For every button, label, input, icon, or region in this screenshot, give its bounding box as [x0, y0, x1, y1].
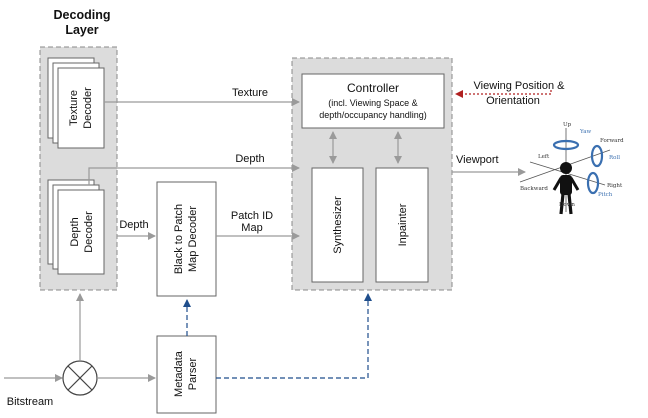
- viewing-position-label-2: Orientation: [486, 95, 540, 107]
- decoding-layer-title-2: Layer: [65, 23, 98, 37]
- demux-circle: [63, 361, 97, 395]
- metadata-to-renderer-arrow: [216, 294, 368, 378]
- depth-decoder-label-1: Depth: [69, 217, 81, 246]
- texture-decoder-label-1: Texture: [68, 90, 80, 126]
- depth-decoder: Depth Decoder: [48, 180, 104, 274]
- patch-map-decoder-label-2: Map Decoder: [187, 206, 199, 272]
- viewer-figure: Up Yaw Forward Left Roll Backward Right …: [520, 122, 624, 214]
- patch-map-decoder: Black to Patch Map Decoder: [157, 182, 216, 296]
- controller-title: Controller: [347, 81, 399, 95]
- viewer-label-roll: Roll: [609, 155, 620, 161]
- bitstream-label: Bitstream: [7, 396, 53, 408]
- viewer-label-left: Left: [538, 154, 550, 160]
- viewport-label: Viewport: [456, 154, 499, 166]
- viewer-label-forward: Forward: [600, 138, 624, 144]
- depth-top-arrow-label: Depth: [235, 153, 264, 165]
- depth-mid-arrow-label: Depth: [119, 219, 148, 231]
- controller-subtitle-2: depth/occupancy handling): [319, 110, 427, 120]
- viewer-label-up: Up: [563, 122, 572, 128]
- pitch-icon: [588, 173, 598, 193]
- viewer-label-down: Down: [559, 202, 575, 208]
- viewing-position-label-1: Viewing Position &: [474, 80, 566, 92]
- viewer-label-yaw: Yaw: [579, 129, 591, 135]
- decoding-layer-title-1: Decoding: [54, 8, 111, 22]
- synthesizer-label: Synthesizer: [332, 196, 344, 254]
- patch-id-map-label-2: Map: [241, 222, 262, 234]
- texture-arrow-label: Texture: [232, 87, 268, 99]
- inpainter-label: Inpainter: [397, 203, 409, 246]
- viewer-label-backward: Backward: [520, 186, 548, 192]
- viewer-label-right: Right: [607, 183, 623, 189]
- patch-id-map-label-1: Patch ID: [231, 210, 273, 222]
- texture-decoder-label-2: Decoder: [82, 87, 94, 129]
- metadata-parser-label-2: Parser: [187, 357, 199, 390]
- inpainter-box: Inpainter: [376, 168, 428, 282]
- depth-decoder-label-2: Decoder: [83, 211, 95, 253]
- controller-box: Controller (incl. Viewing Space & depth/…: [302, 74, 444, 128]
- patch-map-decoder-label-1: Black to Patch: [173, 204, 185, 274]
- metadata-parser: Metadata Parser: [157, 336, 216, 413]
- metadata-parser-label-1: Metadata: [173, 350, 185, 397]
- viewer-label-pitch: Pitch: [598, 192, 613, 198]
- person-head-icon: [560, 162, 572, 174]
- controller-subtitle-1: (incl. Viewing Space &: [328, 98, 417, 108]
- texture-decoder: Texture Decoder: [48, 58, 104, 148]
- synthesizer-box: Synthesizer: [312, 168, 363, 282]
